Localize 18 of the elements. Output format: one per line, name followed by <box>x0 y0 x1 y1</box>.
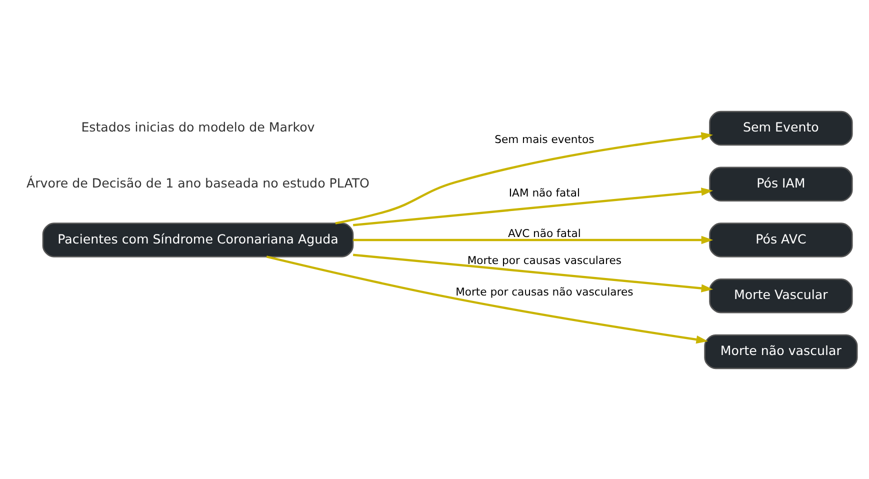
node-box: Pós IAM <box>709 166 853 201</box>
edge-label: Morte por causas não vasculares <box>456 285 634 298</box>
node-box: Morte não vascular <box>704 334 858 369</box>
arrow <box>335 132 714 224</box>
arrow <box>266 255 708 344</box>
node-box: Pós AVC <box>709 222 853 257</box>
node-box: Morte Vascular <box>709 278 853 313</box>
edge-label: Sem mais eventos <box>494 132 594 146</box>
arrow <box>352 253 714 292</box>
arrow <box>353 235 714 244</box>
label: Árvore de Decisão de 1 ano baseada no estudo PLATO <box>26 174 370 190</box>
label: Estados inicias do modelo de Markov <box>81 119 315 134</box>
edge-label: Morte por causas vasculares <box>467 253 622 266</box>
edge-label: IAM não fatal <box>508 186 580 199</box>
node-box: Pacientes com Síndrome Coronariana Aguda <box>42 222 354 257</box>
arrow <box>352 187 714 226</box>
edge-label: AVC não fatal <box>508 226 581 240</box>
node-box: Sem Evento <box>709 110 853 146</box>
